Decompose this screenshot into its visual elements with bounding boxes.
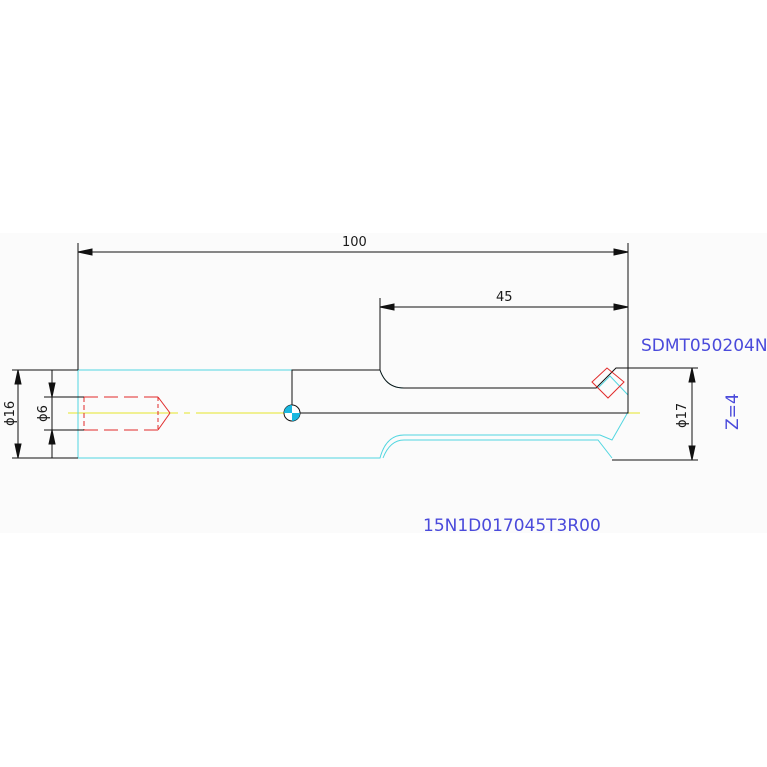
- dim-bore-diameter-value: ϕ6: [36, 405, 51, 422]
- part-number-label: 15N1D017045T3R00: [423, 516, 601, 536]
- dim-overall-length-value: 100: [342, 235, 367, 250]
- insert-outline: [591, 367, 625, 399]
- dim-bore-diameter: [44, 370, 84, 458]
- tool-neck-bottom: [382, 439, 613, 459]
- dim-cutter-diameter-value: ϕ17: [675, 403, 690, 428]
- dim-head-length-value: 45: [496, 290, 513, 305]
- origin-marker: [283, 404, 301, 422]
- dim-cutter-diameter: [612, 367, 698, 461]
- insert-code-label: SDMT050204N: [641, 336, 767, 356]
- dim-head-length: [379, 298, 629, 370]
- hidden-bore: [83, 396, 171, 431]
- drawing-sheet: [0, 233, 767, 533]
- section-outline: [291, 367, 629, 414]
- dim-shank-diameter: [12, 369, 78, 459]
- dim-shank-diameter-value: ϕ16: [3, 401, 18, 426]
- dim-overall-length: [77, 243, 629, 370]
- teeth-count-label: Z=4: [723, 393, 743, 430]
- tool-outline: [77, 369, 629, 459]
